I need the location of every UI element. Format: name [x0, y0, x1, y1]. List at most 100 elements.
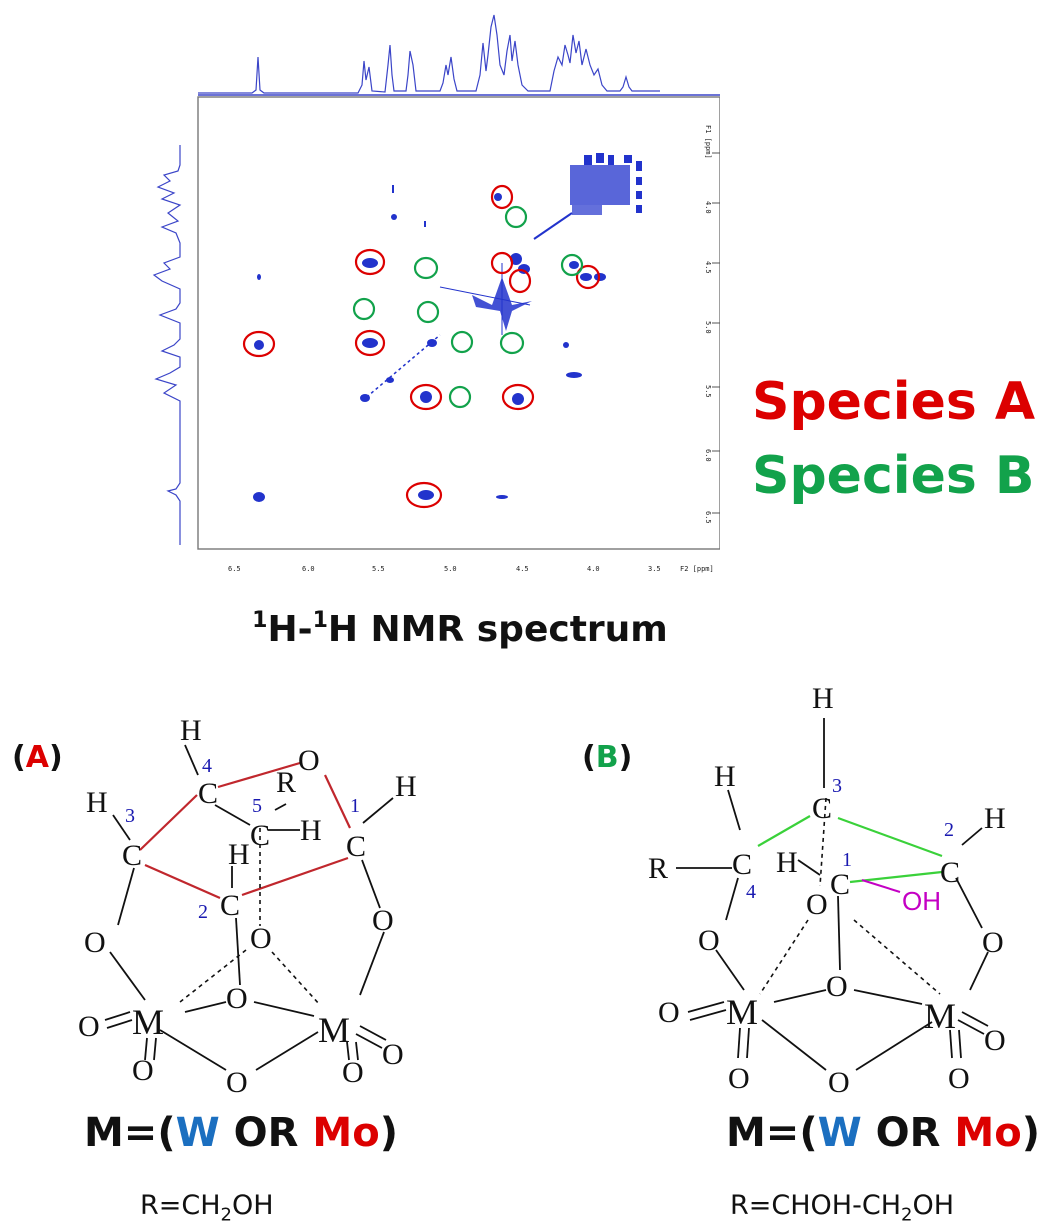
svg-text:H: H	[812, 682, 834, 715]
spectrum-title: 1H-1H NMR spectrum	[230, 608, 690, 650]
svg-text:C: C	[346, 830, 366, 863]
svg-text:C: C	[732, 848, 752, 881]
svg-text:H: H	[300, 814, 322, 847]
svg-text:O: O	[984, 1024, 1006, 1057]
svg-text:6.5: 6.5	[228, 565, 241, 573]
svg-text:O: O	[982, 926, 1004, 959]
svg-text:1: 1	[350, 795, 360, 817]
svg-text:C: C	[220, 889, 240, 922]
title-part-1: H-	[267, 609, 313, 650]
b-r-prefix: R=CHOH-CH	[730, 1190, 901, 1221]
svg-text:C: C	[940, 856, 960, 889]
structure-a-label: (A)	[12, 740, 63, 775]
svg-text:3.5: 3.5	[648, 565, 661, 573]
b-r-sub: 2	[901, 1204, 913, 1226]
label-a-letter: A	[25, 740, 49, 775]
a-r-suffix: OH	[232, 1190, 274, 1221]
svg-text:5.5: 5.5	[704, 385, 712, 398]
svg-text:6.0: 6.0	[704, 449, 712, 462]
svg-text:O: O	[298, 744, 320, 777]
svg-text:O: O	[658, 996, 680, 1029]
legend-species-a: Species A	[752, 372, 1035, 432]
b-m-prefix: M=(	[726, 1110, 818, 1156]
svg-text:M: M	[924, 996, 956, 1036]
svg-text:4.0: 4.0	[587, 565, 600, 573]
b-m-mo: Mo	[954, 1110, 1022, 1156]
structure-b-diagram: H H C H R C C H C O O O O O O O O O OH M…	[648, 682, 1006, 1099]
svg-text:O: O	[226, 1066, 248, 1099]
b-oh-label: OH	[902, 886, 941, 916]
svg-text:5.0: 5.0	[704, 321, 712, 334]
structure-b-label: (B)	[582, 740, 632, 775]
a-m-prefix: M=(	[84, 1110, 176, 1156]
a-m-w: W	[175, 1110, 220, 1156]
svg-text:C: C	[830, 868, 850, 901]
svg-text:6.5: 6.5	[704, 511, 712, 524]
svg-text:4: 4	[202, 755, 212, 777]
svg-text:5.5: 5.5	[372, 565, 385, 573]
svg-text:H: H	[180, 714, 202, 747]
left-projection-trace	[152, 145, 182, 545]
svg-text:M: M	[726, 992, 758, 1032]
svg-text:4.5: 4.5	[516, 565, 529, 573]
a-m-mo: Mo	[312, 1110, 380, 1156]
label-b-open: (	[582, 740, 596, 775]
svg-text:4: 4	[746, 881, 756, 903]
svg-text:4.0: 4.0	[704, 201, 712, 214]
svg-text:C: C	[198, 777, 218, 810]
label-b-letter: B	[595, 740, 619, 775]
svg-text:R: R	[648, 852, 668, 885]
svg-text:O: O	[250, 922, 272, 955]
title-part-2: H NMR spectrum	[327, 609, 668, 650]
plot-frame	[197, 96, 720, 550]
svg-text:O: O	[728, 1062, 750, 1095]
svg-text:O: O	[382, 1038, 404, 1071]
legend-species-b: Species B	[752, 446, 1035, 506]
svg-text:C: C	[250, 819, 270, 852]
svg-text:O: O	[948, 1062, 970, 1095]
svg-text:O: O	[698, 924, 720, 957]
label-b-close: )	[618, 740, 633, 775]
cross-peaks	[253, 153, 642, 502]
svg-text:2: 2	[198, 901, 208, 923]
a-r-sub: 2	[220, 1204, 232, 1226]
svg-text:O: O	[806, 888, 828, 921]
svg-text:H: H	[714, 760, 736, 793]
svg-text:1: 1	[842, 849, 852, 871]
top-projection-trace	[198, 14, 660, 94]
svg-text:O: O	[342, 1056, 364, 1089]
structure-a-metal-def: M=(W OR Mo)	[84, 1110, 398, 1156]
svg-text:O: O	[226, 982, 248, 1015]
b-r-suffix: OH	[912, 1190, 955, 1221]
svg-text:6.0: 6.0	[302, 565, 315, 573]
title-sup-2: 1	[312, 608, 328, 633]
svg-text:O: O	[84, 926, 106, 959]
svg-text:O: O	[132, 1054, 154, 1087]
svg-text:R: R	[276, 766, 296, 799]
svg-text:H: H	[228, 838, 250, 871]
label-a-close: )	[48, 740, 63, 775]
svg-text:F2 [ppm]: F2 [ppm]	[680, 565, 714, 573]
a-m-or: OR	[219, 1110, 313, 1156]
species-a-text: Species A	[752, 372, 1036, 432]
svg-text:O: O	[372, 904, 394, 937]
b-m-suffix: )	[1022, 1110, 1038, 1156]
a-m-suffix: )	[379, 1110, 398, 1156]
svg-text:3: 3	[832, 775, 842, 797]
svg-text:H: H	[984, 802, 1006, 835]
structure-b-r-def: R=CHOH-CH2OH	[730, 1190, 954, 1225]
title-sup-1: 1	[252, 608, 268, 633]
svg-text:H: H	[776, 846, 798, 879]
svg-text:H: H	[86, 786, 108, 819]
svg-text:M: M	[132, 1002, 164, 1042]
structure-a-diagram: H O H H C C C H R C H C O O O O O O O O …	[78, 714, 417, 1099]
species-a-markers	[242, 184, 601, 509]
svg-text:O: O	[828, 1066, 850, 1099]
species-b-text: Species B	[752, 446, 1035, 506]
svg-text:3: 3	[125, 805, 135, 827]
structure-b-metal-def: M=(W OR Mo)	[726, 1110, 1038, 1156]
svg-text:H: H	[395, 770, 417, 803]
label-a-open: (	[12, 740, 26, 775]
svg-text:O: O	[78, 1010, 100, 1043]
